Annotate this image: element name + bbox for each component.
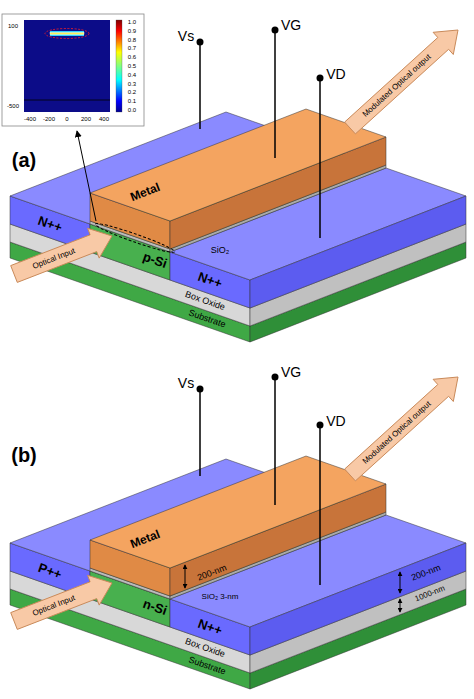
doped-thickness-arrow xyxy=(400,572,401,593)
axis-tick: -200 xyxy=(43,116,55,122)
axis-tick: 200 xyxy=(81,116,91,122)
axis-tick: 100 xyxy=(8,23,18,29)
inset-boundary xyxy=(24,100,110,101)
oxide-highlight xyxy=(94,220,176,255)
terminal-label: VD xyxy=(326,67,345,81)
inset-highlight xyxy=(45,29,89,39)
inset-colorbar xyxy=(116,20,122,112)
colorbar-tick: 0.5 xyxy=(128,63,136,69)
colorbar-tick: 0.1 xyxy=(128,98,136,104)
colorbar-tick: 0.8 xyxy=(128,37,136,43)
colorbar-tick: 0.6 xyxy=(128,54,136,60)
axis-tick: 400 xyxy=(99,116,109,122)
colorbar-tick: 0.3 xyxy=(128,81,136,87)
oxide-thickness-arrow xyxy=(400,599,401,612)
terminal-label: VG xyxy=(281,18,301,32)
inset-plot xyxy=(24,20,110,112)
inset-hotspot xyxy=(50,31,84,36)
terminal-label: Vs xyxy=(178,376,194,390)
colorbar-tick: 0.7 xyxy=(128,45,136,51)
colorbar-tick: 0.9 xyxy=(128,28,136,34)
field-inset xyxy=(2,14,144,126)
panel-b-stack xyxy=(10,374,466,690)
terminal-label: VD xyxy=(326,414,345,428)
axis-tick: -500 xyxy=(7,103,19,109)
layer-label: SiO₂ 3-nm xyxy=(202,593,239,601)
inset-leader xyxy=(77,131,96,221)
axis-tick: -400 xyxy=(24,116,36,122)
arrow-label: Modulated Optical output xyxy=(361,400,432,466)
inset-slot xyxy=(50,33,84,35)
metal-thickness-arrow xyxy=(185,565,186,588)
panel-label: (b) xyxy=(11,445,37,465)
colorbar-tick: 0.0 xyxy=(128,107,136,113)
layer-label: SiO₂ xyxy=(211,246,230,255)
inset-frame xyxy=(2,14,144,126)
colorbar-tick: 0.4 xyxy=(128,72,136,78)
axis-tick: 0 xyxy=(65,116,68,122)
terminal-label: VG xyxy=(281,365,301,379)
terminal-label: Vs xyxy=(178,29,194,43)
colorbar-tick: 0.2 xyxy=(128,89,136,95)
arrow-label: Modulated Optical output xyxy=(361,53,432,119)
colorbar-tick: 1.0 xyxy=(128,19,136,25)
panel-label: (a) xyxy=(12,150,36,170)
